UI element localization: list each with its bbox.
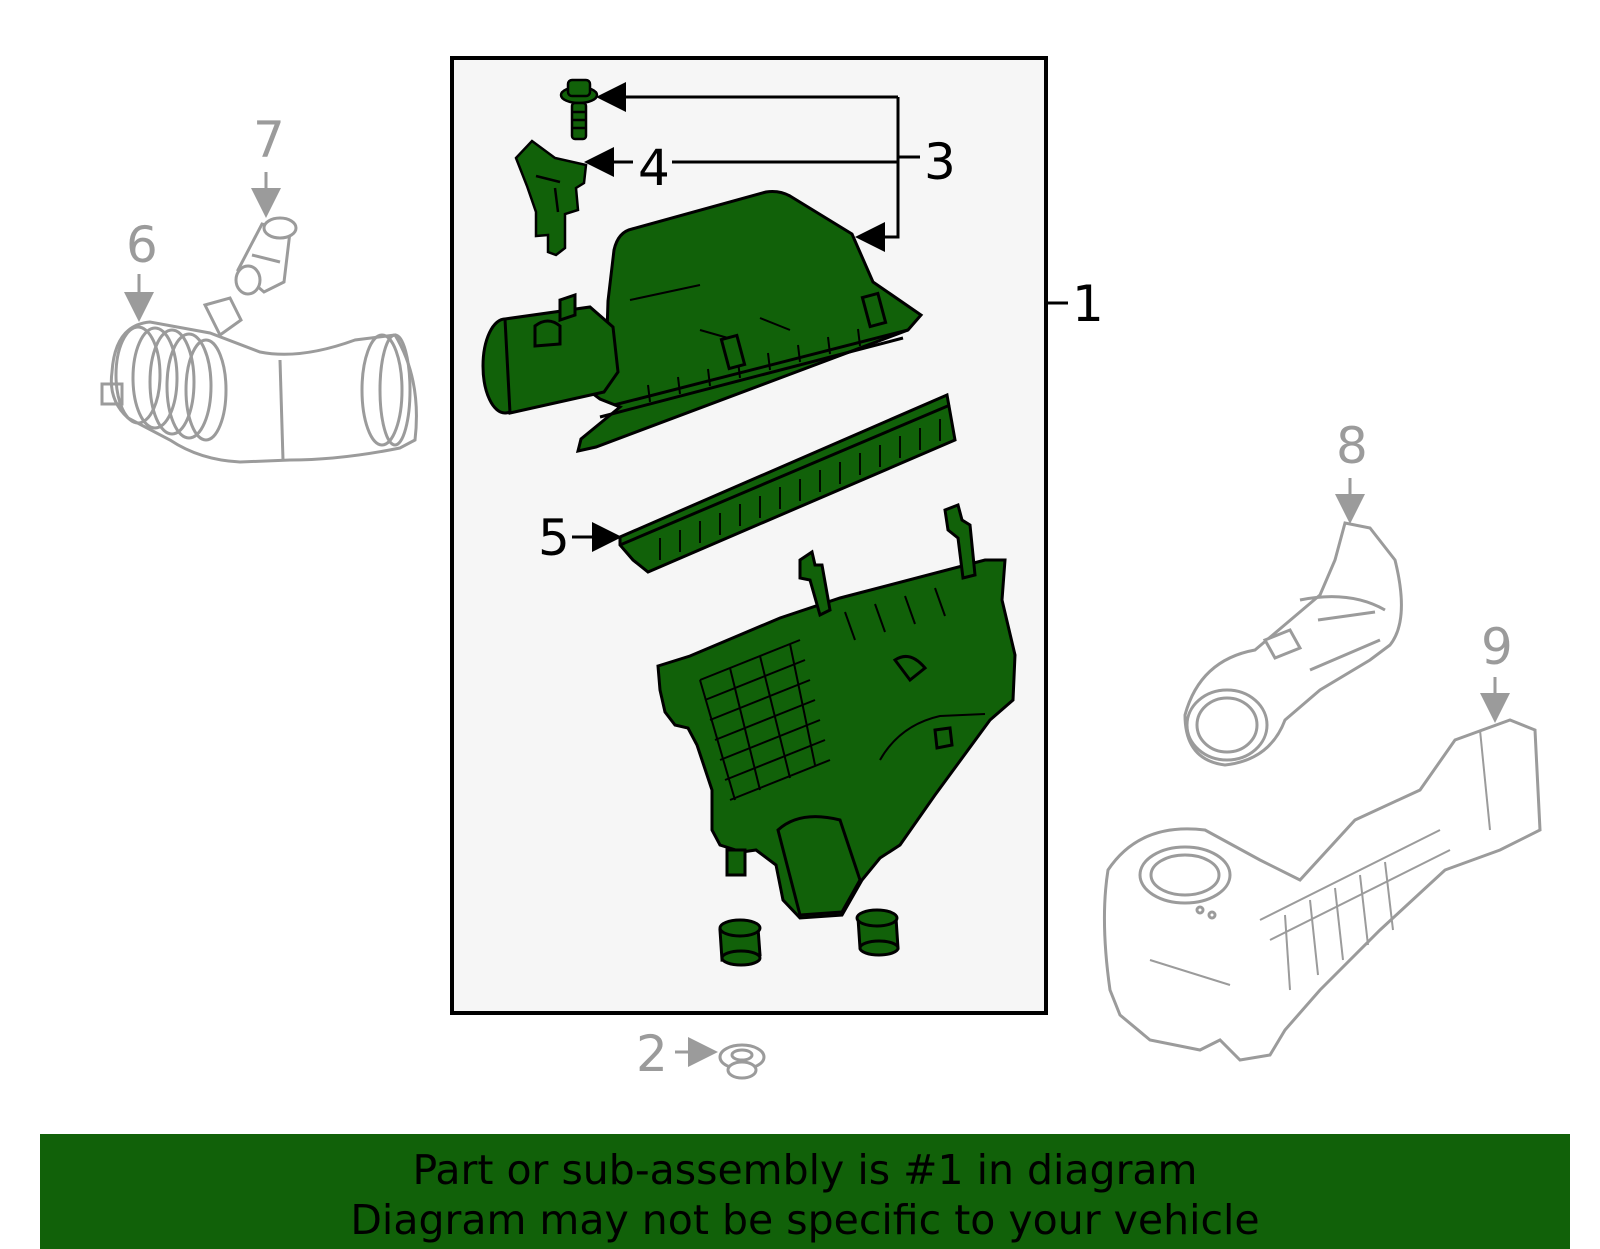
callout-4: 4 (638, 139, 670, 197)
callout-6: 6 (126, 216, 158, 274)
resonator-part (1102, 718, 1542, 1062)
clip-part (718, 1043, 766, 1080)
callout-7: 7 (253, 111, 285, 169)
grommet-left-part (718, 918, 762, 967)
grommet-right-part (855, 908, 900, 957)
intake-hose-part (100, 296, 418, 464)
callout-5: 5 (538, 509, 570, 567)
fitting-part (234, 216, 298, 296)
air-duct-part (1183, 521, 1403, 767)
banner-line-2: Diagram may not be specific to your vehi… (350, 1196, 1260, 1244)
callout-9: 9 (1481, 618, 1513, 676)
banner-line-1: Part or sub-assembly is #1 in diagram (412, 1146, 1198, 1194)
bolt-part (559, 78, 599, 141)
callout-2: 2 (636, 1025, 668, 1083)
sensor-part (514, 139, 588, 257)
leader-lines (572, 82, 920, 552)
context-leader-lines (124, 172, 1510, 1067)
upper-housing-part (481, 190, 924, 453)
callout-8: 8 (1336, 417, 1368, 475)
callout-3: 3 (924, 133, 956, 191)
info-banner: Part or sub-assembly is #1 in diagram Di… (40, 1134, 1570, 1249)
lower-housing-part (656, 503, 1017, 920)
callout-1: 1 (1072, 275, 1104, 333)
